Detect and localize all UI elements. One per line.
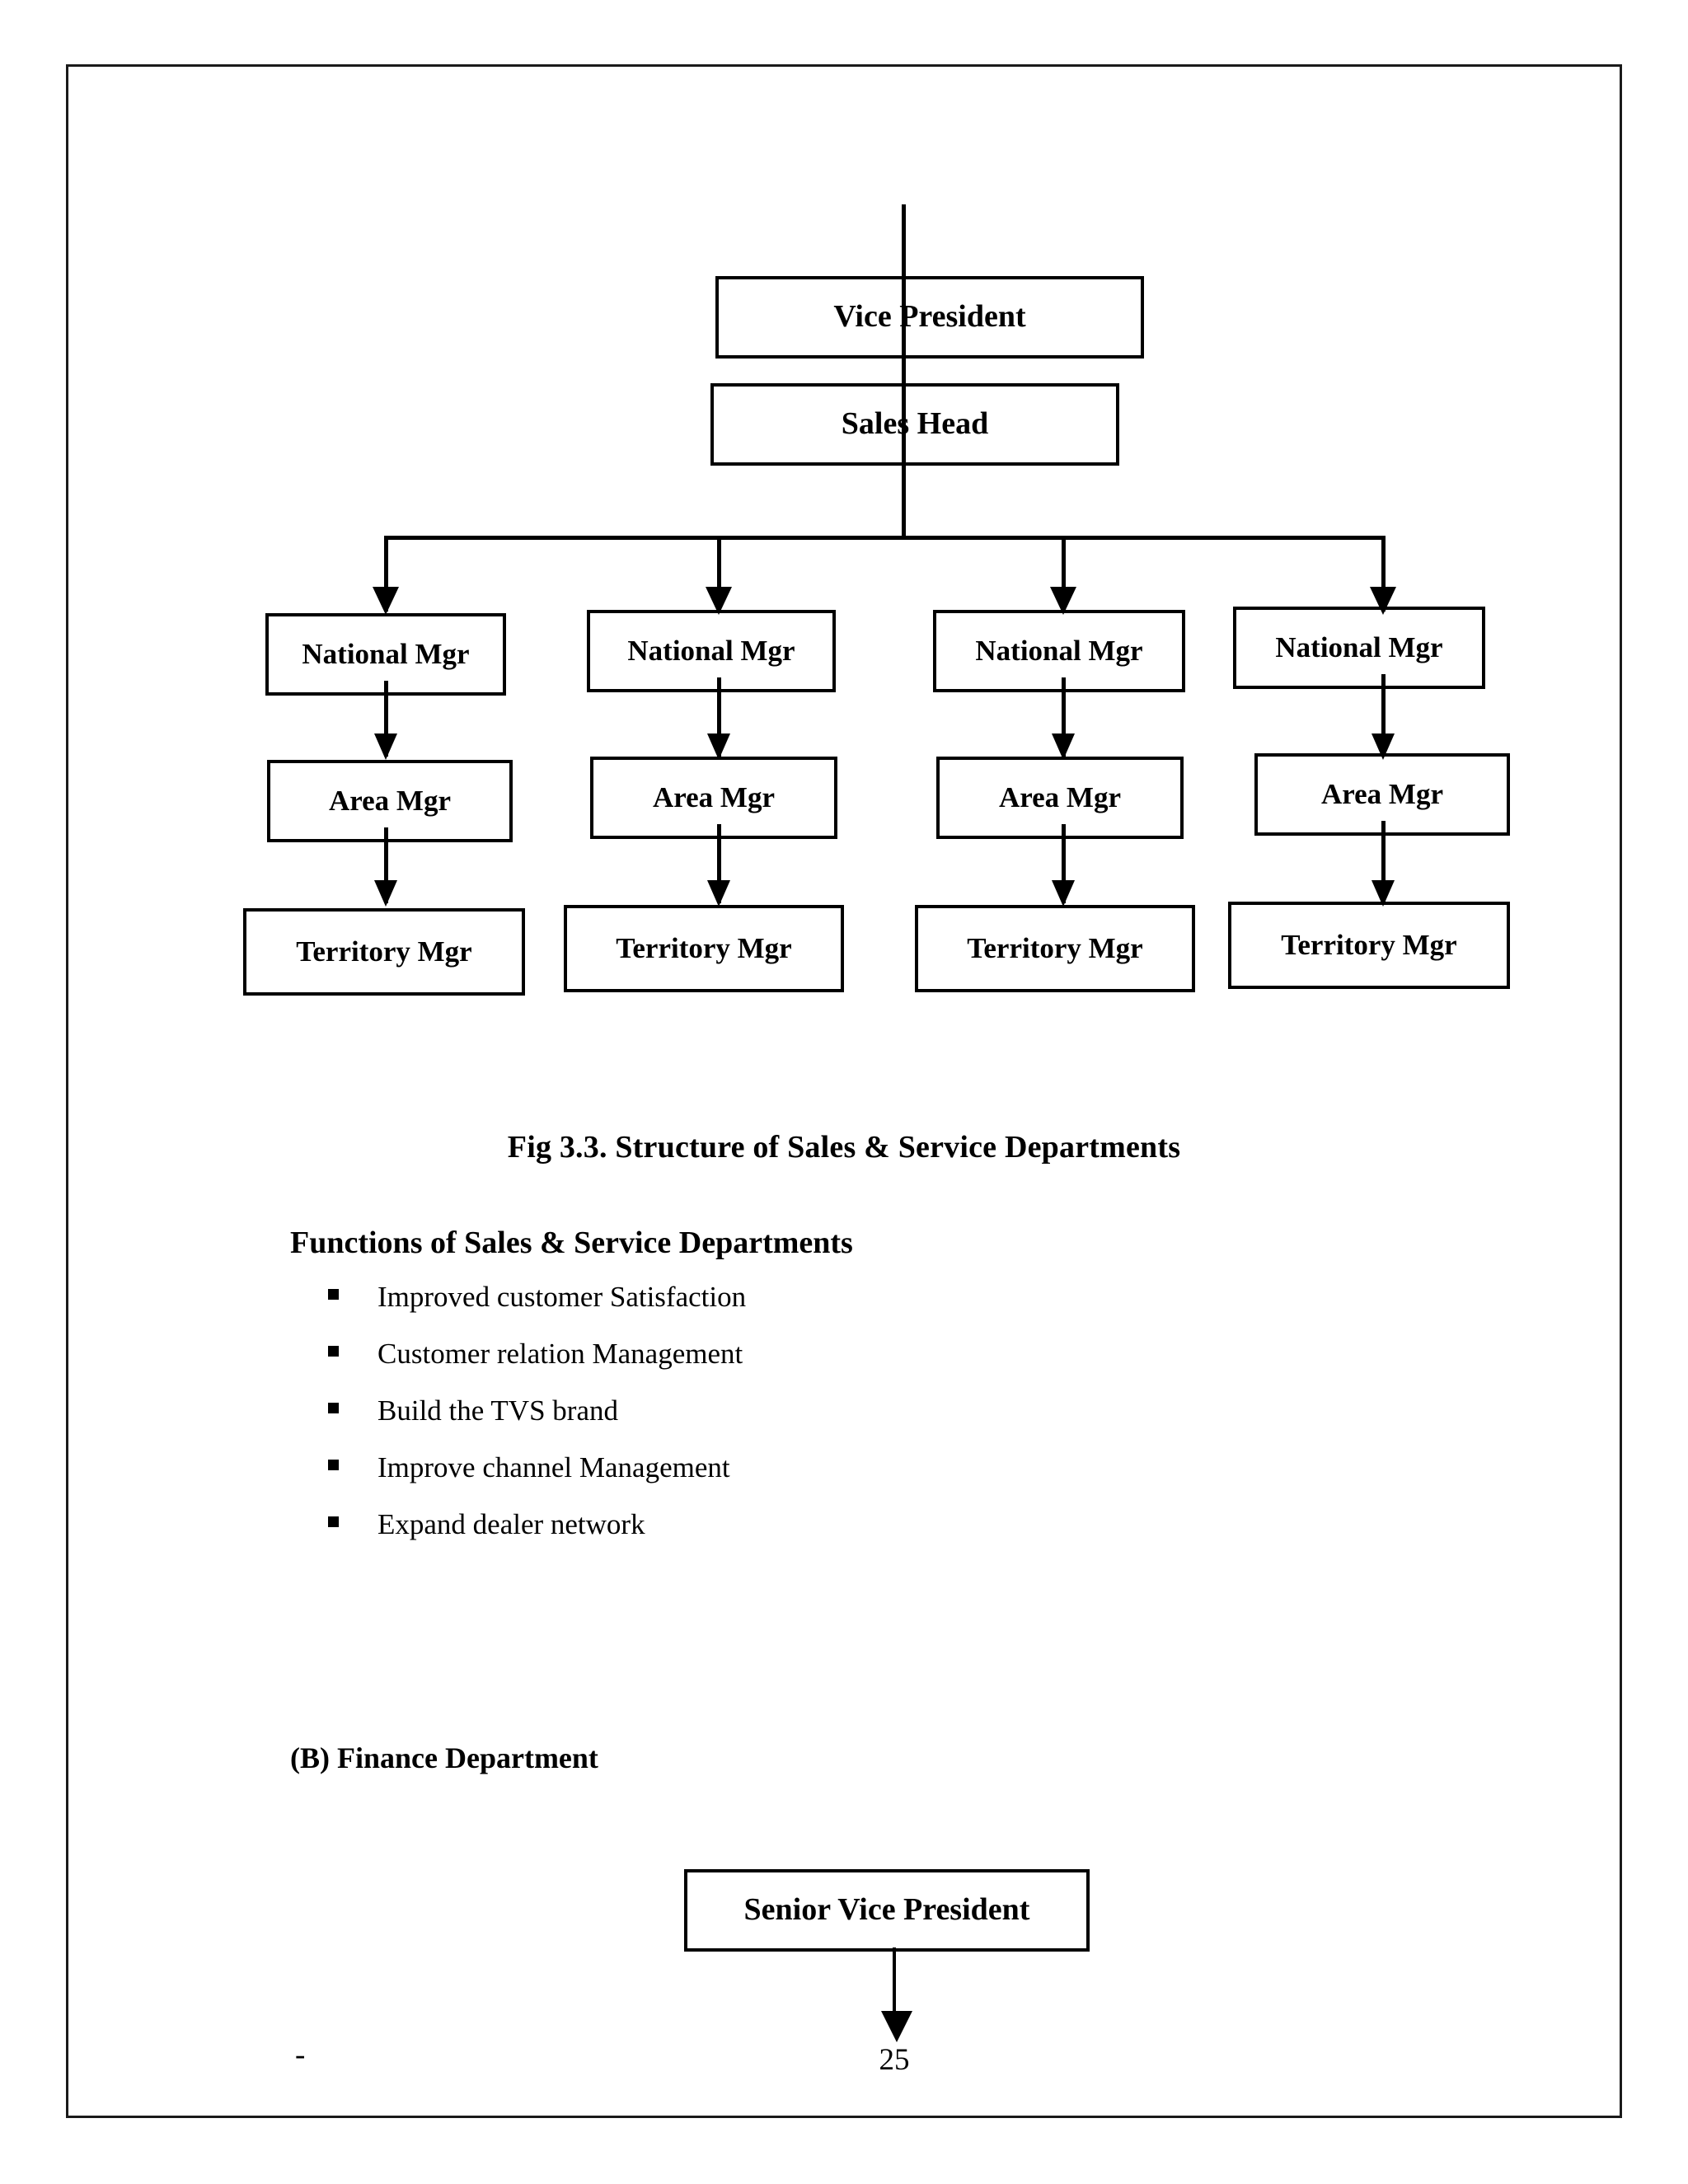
arrow-into-area-mgr-4 bbox=[1372, 733, 1395, 760]
node-vice-president-label: Vice President bbox=[833, 299, 1026, 335]
list-item-label: Build the TVS brand bbox=[377, 1394, 618, 1427]
list-item-label: Expand dealer network bbox=[377, 1508, 645, 1540]
node-territory-mgr-3[interactable]: Territory Mgr bbox=[915, 905, 1195, 992]
node-area-mgr-2[interactable]: Area Mgr bbox=[590, 757, 837, 839]
area-to-territory-line-3 bbox=[1062, 824, 1066, 903]
node-area-mgr-2-label: Area Mgr bbox=[652, 780, 776, 813]
node-territory-mgr-2[interactable]: Territory Mgr bbox=[564, 905, 844, 992]
list-item-label: Improve channel Management bbox=[377, 1451, 730, 1483]
page-border bbox=[66, 64, 1622, 2118]
functions-list: Improved customer Satisfaction Customer … bbox=[328, 1282, 746, 1567]
node-national-mgr-4-label: National Mgr bbox=[1275, 630, 1443, 663]
functions-heading: Functions of Sales & Service Departments bbox=[290, 1226, 853, 1260]
bullet-square-icon bbox=[328, 1460, 339, 1471]
node-senior-vice-president[interactable]: Senior Vice President bbox=[684, 1869, 1090, 1952]
page-number: 25 bbox=[879, 2043, 910, 2077]
arrow-into-national-mgr-1 bbox=[373, 587, 399, 615]
node-national-mgr-2[interactable]: National Mgr bbox=[587, 610, 836, 692]
bus-drop-line-2 bbox=[717, 536, 721, 612]
national-to-area-line-3 bbox=[1062, 677, 1066, 757]
node-area-mgr-1[interactable]: Area Mgr bbox=[267, 760, 513, 842]
arrow-into-national-mgr-4 bbox=[1370, 587, 1396, 615]
list-item: Improved customer Satisfaction bbox=[328, 1282, 746, 1311]
node-sales-head-label: Sales Head bbox=[841, 406, 989, 442]
bus-drop-line-3 bbox=[1062, 536, 1066, 612]
list-item: Expand dealer network bbox=[328, 1510, 746, 1539]
bullet-square-icon bbox=[328, 1403, 339, 1414]
footer-dash: - bbox=[295, 2038, 306, 2072]
national-to-area-line-2 bbox=[717, 677, 721, 757]
vp-to-sales-head-line bbox=[902, 276, 906, 466]
node-area-mgr-3-label: Area Mgr bbox=[998, 780, 1122, 813]
figure-caption: Fig 3.3. Structure of Sales & Service De… bbox=[507, 1130, 1181, 1165]
svp-down-line bbox=[893, 1947, 896, 2026]
finance-department-heading: (B) Finance Department bbox=[290, 1741, 598, 1774]
list-item: Customer relation Management bbox=[328, 1339, 746, 1368]
node-territory-mgr-2-label: Territory Mgr bbox=[616, 931, 792, 964]
arrow-into-territory-mgr-3 bbox=[1052, 880, 1075, 907]
arrow-into-territory-mgr-1 bbox=[374, 880, 397, 907]
bullet-square-icon bbox=[328, 1516, 339, 1528]
node-national-mgr-1-label: National Mgr bbox=[302, 637, 470, 670]
list-item: Improve channel Management bbox=[328, 1453, 746, 1482]
arrow-into-national-mgr-2 bbox=[706, 587, 732, 615]
node-territory-mgr-4[interactable]: Territory Mgr bbox=[1228, 902, 1510, 989]
arrow-into-area-mgr-2 bbox=[707, 733, 730, 760]
list-item-label: Customer relation Management bbox=[377, 1338, 743, 1370]
node-national-mgr-3-label: National Mgr bbox=[975, 634, 1143, 667]
node-territory-mgr-1-label: Territory Mgr bbox=[296, 935, 472, 968]
national-to-area-line-4 bbox=[1381, 674, 1386, 757]
node-area-mgr-4-label: Area Mgr bbox=[1320, 777, 1444, 810]
node-national-mgr-4[interactable]: National Mgr bbox=[1233, 607, 1485, 689]
node-area-mgr-3[interactable]: Area Mgr bbox=[936, 757, 1184, 839]
list-item-label: Improved customer Satisfaction bbox=[377, 1281, 747, 1313]
node-vice-president[interactable]: Vice President bbox=[715, 276, 1144, 359]
node-senior-vice-president-label: Senior Vice President bbox=[743, 1892, 1030, 1928]
area-to-territory-line-4 bbox=[1381, 821, 1386, 903]
arrow-into-territory-mgr-2 bbox=[707, 880, 730, 907]
node-national-mgr-2-label: National Mgr bbox=[627, 634, 795, 667]
list-item: Build the TVS brand bbox=[328, 1396, 746, 1425]
node-national-mgr-3[interactable]: National Mgr bbox=[933, 610, 1185, 692]
node-territory-mgr-4-label: Territory Mgr bbox=[1281, 928, 1457, 961]
bus-drop-line-4 bbox=[1381, 536, 1386, 612]
arrow-into-territory-mgr-4 bbox=[1372, 880, 1395, 907]
national-to-area-line-1 bbox=[384, 681, 388, 757]
arrow-into-area-mgr-3 bbox=[1052, 733, 1075, 760]
arrow-into-national-mgr-3 bbox=[1050, 587, 1076, 615]
sales-head-stem-line bbox=[902, 466, 906, 538]
node-territory-mgr-3-label: Territory Mgr bbox=[967, 931, 1143, 964]
arrow-below-senior-vice-president bbox=[881, 2011, 912, 2042]
manager-bus-line bbox=[384, 536, 1385, 540]
node-area-mgr-1-label: Area Mgr bbox=[328, 784, 452, 817]
area-to-territory-line-2 bbox=[717, 824, 721, 903]
arrow-into-area-mgr-1 bbox=[374, 733, 397, 760]
root-stem-line bbox=[902, 204, 906, 279]
bus-drop-line-1 bbox=[384, 536, 388, 612]
bullet-square-icon bbox=[328, 1346, 339, 1357]
area-to-territory-line-1 bbox=[384, 827, 388, 903]
node-territory-mgr-1[interactable]: Territory Mgr bbox=[243, 908, 525, 996]
bullet-square-icon bbox=[328, 1289, 339, 1301]
node-sales-head[interactable]: Sales Head bbox=[710, 383, 1119, 466]
